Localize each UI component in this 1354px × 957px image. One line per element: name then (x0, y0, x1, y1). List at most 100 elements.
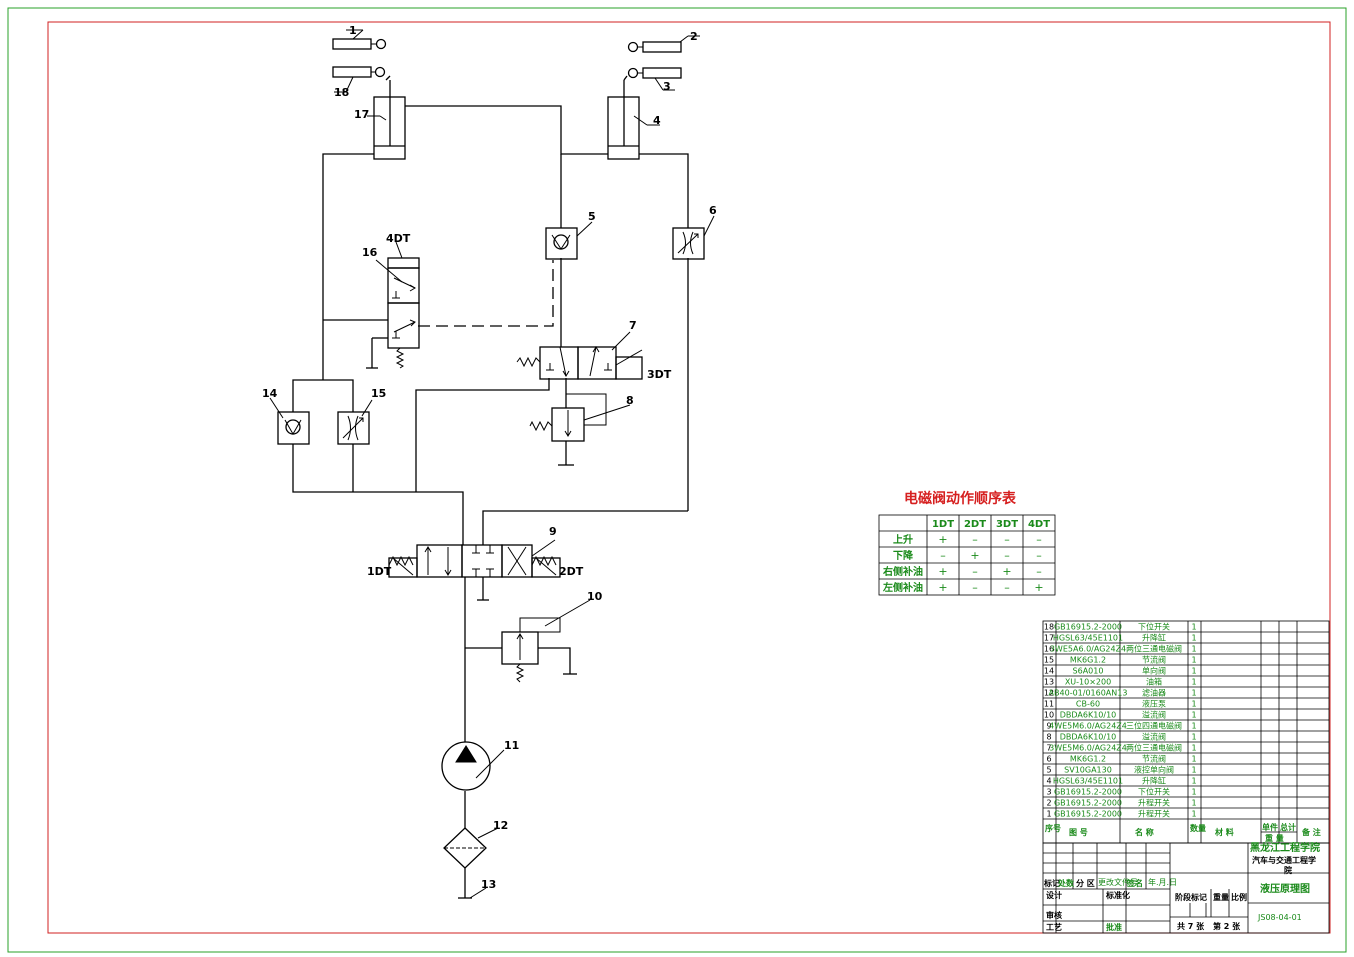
parts-cell-no: 7 (1046, 744, 1051, 753)
tb-review: 审核 (1046, 910, 1062, 920)
seq-cell: + (1034, 581, 1043, 594)
parts-cell-name: 升降缸 (1142, 633, 1166, 643)
lift-cylinder-17 (367, 75, 406, 160)
seq-row-label: 上升 (893, 533, 913, 546)
limit-switch-3 (627, 67, 682, 91)
check-valve-5 (545, 221, 593, 260)
parts-cell-code: MK6G1.2 (1070, 656, 1106, 665)
parts-header-name: 名 称 (1135, 827, 1154, 837)
seq-row-label: 左侧补油 (882, 581, 923, 594)
drawing-number: JS08-04-01 (1257, 913, 1302, 922)
parts-cell-qty: 1 (1191, 634, 1196, 643)
callout-7: 7 (629, 319, 637, 332)
parts-cell-name: 下位开关 (1138, 787, 1170, 797)
lift-cylinder-4 (607, 75, 660, 160)
parts-cell-code: MK6G1.2 (1070, 755, 1106, 764)
parts-cell-code: S6A010 (1073, 667, 1104, 676)
solenoid-valve-16 (366, 241, 420, 369)
sheet-number: 第 2 张 (1213, 921, 1241, 931)
parts-cell-code: XU-10×200 (1065, 678, 1111, 687)
parts-cell-name: 节流阀 (1142, 655, 1166, 665)
seq-cell: – (972, 533, 978, 546)
callout-4: 4 (653, 114, 661, 127)
parts-cell-no: 17 (1044, 634, 1054, 643)
seq-cell: – (1036, 533, 1042, 546)
parts-cell-code: HGSL63/45E1101 (1053, 777, 1123, 786)
parts-cell-name: 三位四通电磁阀 (1126, 721, 1182, 731)
callout-2: 2 (690, 30, 698, 43)
parts-cell-qty: 1 (1191, 733, 1196, 742)
parts-cell-code: GB16915.2-2000 (1054, 799, 1122, 808)
parts-cell-qty: 1 (1191, 667, 1196, 676)
parts-cell-name: 液压泵 (1142, 699, 1166, 709)
parts-header-total: 总计 (1280, 822, 1296, 832)
parts-cell-name: 升程开关 (1138, 809, 1170, 819)
parts-cell-name: 两位三通电磁阀 (1126, 743, 1182, 753)
parts-cell-name: 下位开关 (1138, 622, 1170, 632)
parts-cell-name: 溢流阀 (1142, 710, 1166, 720)
label-1dt: 1DT (367, 565, 392, 578)
parts-cell-qty: 1 (1191, 656, 1196, 665)
callout-9: 9 (549, 525, 557, 538)
parts-cell-qty: 1 (1191, 744, 1196, 753)
parts-cell-no: 4 (1046, 777, 1051, 786)
parts-cell-name: 升程开关 (1138, 798, 1170, 808)
parts-cell-no: 15 (1044, 656, 1054, 665)
parts-cell-no: 18 (1044, 623, 1054, 632)
parts-cell-no: 11 (1044, 700, 1054, 709)
title-block: 黑龙江工程学院 汽车与交通工程学 院 液压原理图 JS08-04-01 共 7 … (1042, 841, 1330, 934)
school-name: 黑龙江工程学院 (1250, 841, 1320, 854)
limit-switch-2 (627, 35, 700, 53)
oil-filter-12 (443, 827, 499, 869)
callout-17: 17 (354, 108, 369, 121)
tb-design: 设计 (1046, 890, 1062, 900)
seq-cell: + (970, 549, 979, 562)
parts-cell-code: CB-60 (1076, 700, 1100, 709)
inner-border (47, 21, 1331, 934)
label-3dt: 3DT (647, 368, 672, 381)
parts-cell-qty: 1 (1191, 777, 1196, 786)
parts-cell-no: 3 (1046, 788, 1051, 797)
parts-cell-qty: 1 (1191, 623, 1196, 632)
seq-header-1dt: 1DT (932, 519, 954, 530)
parts-header-qty: 数量 (1190, 823, 1206, 833)
tb-change-doc: 更改文件号 (1098, 877, 1138, 887)
parts-cell-code: SV10GA130 (1064, 766, 1112, 775)
parts-cell-name: 油箱 (1146, 677, 1162, 687)
seq-cell: – (940, 549, 946, 562)
callout-3: 3 (663, 80, 671, 93)
drawing-name: 液压原理图 (1260, 882, 1310, 895)
parts-cell-qty: 1 (1191, 810, 1196, 819)
parts-cell-qty: 1 (1191, 755, 1196, 764)
tb-stage-mark: 阶段标记 (1175, 892, 1207, 902)
sheet-count: 共 7 张 (1177, 921, 1205, 931)
throttle-valve-15 (337, 399, 373, 445)
tb-approve: 批准 (1106, 922, 1122, 932)
callout-12: 12 (493, 819, 508, 832)
parts-cell-no: 9 (1046, 722, 1051, 731)
parts-cell-code: GB16915.2-2000 (1054, 810, 1122, 819)
parts-cell-no: 14 (1044, 667, 1054, 676)
parts-cell-name: 升降缸 (1142, 776, 1166, 786)
relief-valve-8 (529, 393, 631, 442)
parts-cell-name: 节流阀 (1142, 754, 1166, 764)
relief-valve-10 (501, 599, 591, 683)
seq-cell: – (1004, 533, 1010, 546)
callout-15: 15 (371, 387, 386, 400)
parts-cell-no: 12 (1044, 689, 1054, 698)
callout-10: 10 (587, 590, 603, 603)
callout-1: 1 (349, 24, 357, 37)
tb-process: 工艺 (1046, 922, 1062, 932)
label-4dt: 4DT (386, 232, 411, 245)
parts-header-weight: 重 量 (1265, 833, 1284, 843)
parts-cell-qty: 1 (1191, 678, 1196, 687)
parts-cell-no: 13 (1044, 678, 1054, 687)
parts-cell-name: 滤油器 (1142, 688, 1166, 698)
outer-border (7, 7, 1347, 953)
limit-switch-1 (332, 29, 387, 50)
parts-cell-no: 1 (1046, 810, 1051, 819)
parts-cell-code: 3WE5M6.0/AG24Z4 (1049, 744, 1127, 753)
callout-8: 8 (626, 394, 634, 407)
parts-cell-qty: 1 (1191, 766, 1196, 775)
